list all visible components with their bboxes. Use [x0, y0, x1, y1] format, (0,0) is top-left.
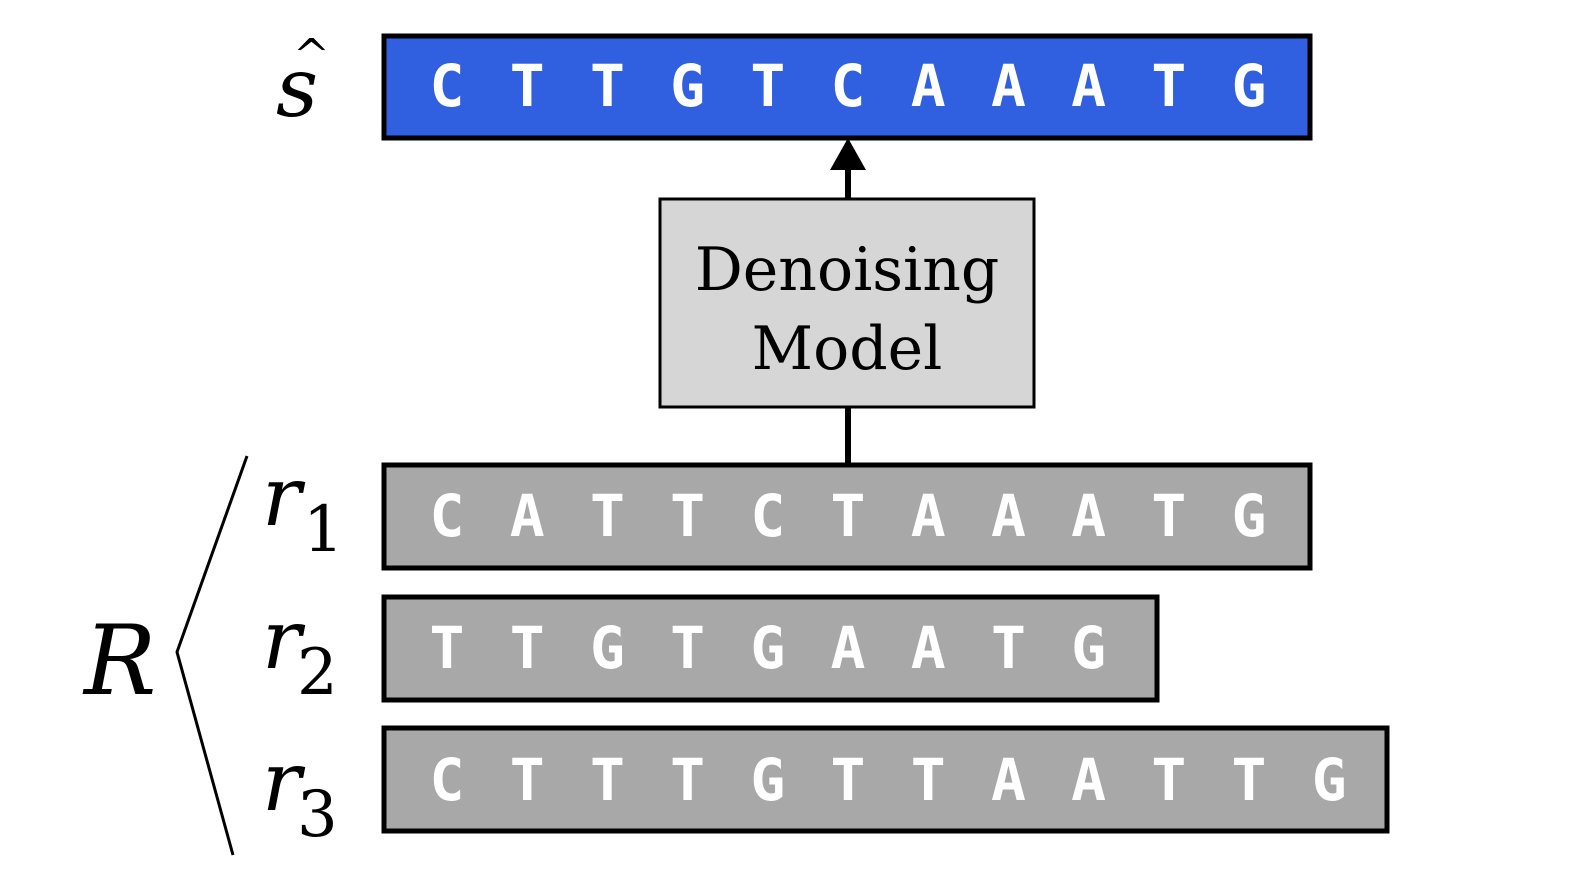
output-sequence-letter-10: T	[1151, 52, 1186, 120]
model-label-line1: Denoising	[695, 235, 1000, 305]
read-2-letter-3: G	[590, 614, 625, 682]
output-sequence-letter-8: A	[991, 52, 1026, 120]
read-3-letter-7: T	[911, 746, 946, 814]
read-label-1-letter: r	[262, 450, 306, 545]
read-1-letter-9: A	[1071, 482, 1106, 550]
read-2-letter-7: A	[911, 614, 946, 682]
read-1-letter-10: T	[1151, 482, 1186, 550]
reads-group-label: R	[82, 605, 156, 717]
read-label-3-index: 3	[297, 778, 338, 852]
output-sequence-letter-2: T	[510, 52, 545, 120]
output-sequence-letter-7: A	[911, 52, 946, 120]
read-label-1: r 1	[262, 450, 344, 567]
read-2-letter-6: A	[831, 614, 866, 682]
output-sequence-letter-9: A	[1071, 52, 1106, 120]
output-label: s ^	[276, 30, 330, 136]
read-3-letter-2: T	[510, 746, 545, 814]
model-label-line2: Model	[752, 314, 943, 384]
output-label-hat: ^	[293, 30, 330, 81]
read-2-letter-2: T	[510, 614, 545, 682]
read-2-letter-8: T	[991, 614, 1026, 682]
output-sequence-letter-3: T	[590, 52, 625, 120]
read-label-3-letter: r	[262, 735, 306, 830]
denoising-model-box	[658, 197, 1036, 409]
output-sequence-letter-11: G	[1232, 52, 1267, 120]
read-3-letter-11: T	[1232, 746, 1267, 814]
read-2-sequence-box	[381, 594, 1160, 703]
read-3-letter-6: T	[831, 746, 866, 814]
read-3-sequence-box	[381, 725, 1390, 834]
read-2-letter-1: T	[430, 614, 465, 682]
read-1-letter-1: C	[430, 482, 465, 550]
output-sequence-letter-6: C	[831, 52, 866, 120]
read-1-sequence-box	[381, 462, 1313, 571]
read-3-letter-10: T	[1151, 746, 1186, 814]
read-label-2-index: 2	[297, 636, 338, 710]
read-2-letter-4: T	[670, 614, 705, 682]
output-sequence-letter-4: G	[670, 52, 705, 120]
read-1-letter-2: A	[510, 482, 545, 550]
read-1-letter-5: C	[750, 482, 785, 550]
output-label-s: s	[276, 41, 318, 136]
read-3-letter-9: A	[1071, 746, 1106, 814]
read-label-3: r 3	[262, 735, 338, 852]
read-3-letter-3: T	[590, 746, 625, 814]
output-sequence-letter-5: T	[750, 52, 785, 120]
read-1-letter-3: T	[590, 482, 625, 550]
read-2-letter-5: G	[750, 614, 785, 682]
read-1-letter-7: A	[911, 482, 946, 550]
read-label-1-index: 1	[303, 493, 344, 567]
read-1-letter-4: T	[670, 482, 705, 550]
reads-bracket	[175, 455, 249, 856]
output-sequence-letter-1: C	[430, 52, 465, 120]
output-sequence-box	[381, 33, 1313, 141]
read-1-letter-11: G	[1232, 482, 1267, 550]
read-3-letter-12: G	[1312, 746, 1347, 814]
read-label-2-letter: r	[262, 593, 306, 688]
arrow-head	[830, 138, 866, 170]
read-3-letter-8: A	[991, 746, 1026, 814]
read-3-letter-1: C	[430, 746, 465, 814]
read-3-letter-4: T	[670, 746, 705, 814]
read-3-letter-5: G	[750, 746, 785, 814]
read-2-letter-9: G	[1071, 614, 1106, 682]
read-label-2: r 2	[262, 593, 338, 710]
read-1-letter-6: T	[831, 482, 866, 550]
read-1-letter-8: A	[991, 482, 1026, 550]
